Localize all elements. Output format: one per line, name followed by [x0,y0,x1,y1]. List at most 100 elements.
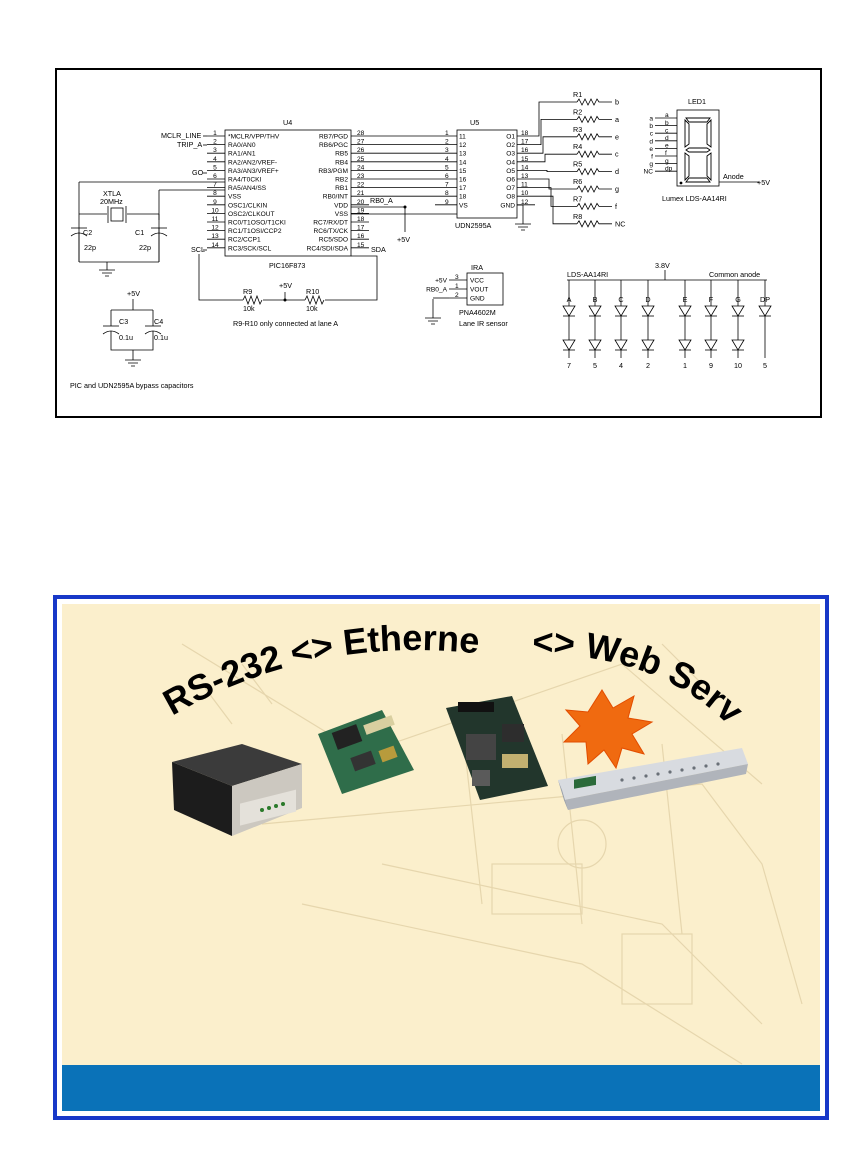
u5-pin-name: GND [500,202,515,209]
diode-symbol [614,305,628,317]
u4-pin-name: RA3/AN3/VREF+ [228,168,279,175]
product-ad-frame: RS-232 <> Ethernet <> Web Server [53,595,829,1120]
u4-pin-name: *MCLR/VPP/THV [228,134,280,141]
u5-pin-number: 16 [459,177,467,184]
u5-ref: U5 [470,118,479,127]
u4-pin-name: VDD [334,202,348,209]
u4-pin-name: RA0/AN0 [228,142,256,149]
xtal-value: 20MHz [100,197,123,206]
u5-pin-name: O7 [506,185,515,192]
u4-pin-number: 25 [357,156,365,163]
diode-symbol [731,339,745,351]
resistor-wire [535,187,577,207]
resistor-ref: R3 [573,125,582,134]
diode-pin-number: 1 [683,361,687,370]
led1-pin-inner: c [665,127,669,134]
led1-anode-supply: +5V [757,178,770,187]
diode-symbol [678,305,692,317]
u4-pin-number: 10 [211,207,219,214]
c4-ref: C4 [154,317,163,326]
ira-pin-number: 1 [455,283,459,290]
u4-pin-number: 11 [212,216,219,223]
u4-pin-name: OSC1/CLKIN [228,202,267,209]
u4-pin-number: 15 [357,242,365,249]
net-trip-a: TRIP_A [177,140,202,149]
u4-pin-number: 16 [357,233,365,240]
ira-pin-name: GND [470,296,485,303]
u5-pin-name: O8 [506,194,515,201]
u5-pin-name: O1 [506,134,515,141]
diode-pin-number: 10 [734,361,742,370]
u5-pin-number: 14 [521,164,529,171]
resistor-ref: R8 [573,212,582,221]
u5-pin-ext: 3 [445,147,449,154]
u4-pin-name: RB2 [335,177,348,184]
r9r10-note: R9-R10 only connected at lane A [233,319,338,328]
led-diode-block: 3.8V LDS-AA14RI Common anode A7B5C4D2E1F… [562,261,772,370]
ira-pin-name: VOUT [470,287,488,294]
diode-symbol [641,305,655,317]
xtal-circuit: XTLA 20MHz C2 22p C1 22p [70,181,225,277]
r10-symbol [304,294,325,306]
u4-pin-name: RB3/PGM [318,168,348,175]
u5-pin-number: 12 [459,142,467,149]
resistor-wire [535,153,577,163]
led1-pin-outer: c [650,131,654,138]
net-mclr-line: MCLR_LINE [161,131,202,140]
u4-pin-number: 12 [211,225,219,232]
u5-pin-number: 15 [521,156,529,163]
ad-footer-band [62,1065,820,1111]
product-ad-mat: RS-232 <> Ethernet <> Web Server [57,599,825,1116]
vdd-supply: +5V [397,235,410,244]
ground-symbol [99,262,115,277]
ira-pin-number: 3 [455,274,459,281]
resistor-segment: e [615,132,619,141]
u4-pin-name: RB6/PGC [319,142,348,149]
headline-part-1: RS-232 <> Ethernet [62,604,481,723]
u4-pin-number: 22 [357,182,365,189]
u5-pin-ext: 2 [445,139,449,146]
resistor-wire [535,136,577,154]
diode-pin-number: 9 [709,361,713,370]
u4-right-pins: 28RB7/PGD27RB6/PGC26RB525RB424RB3/PGM23R… [307,130,369,252]
u5-part: UDN2595A [455,221,492,230]
u4-part: PIC16F873 [269,261,305,270]
u4-pin-number: 3 [213,147,217,154]
u5-pin-number: 17 [459,185,467,192]
u4-pin-number: 18 [357,216,365,223]
led1-pin-inner: dp [665,165,673,172]
diode-pin-number: 5 [763,361,767,370]
headline-path-1: RS-232 <> Ethernet [62,604,481,723]
u4-pin-name: RA2/AN2/VREF- [228,159,277,166]
u5-pin-number: VS [459,202,468,209]
diode-pin-number: 5 [593,361,597,370]
u4-pin-name: RB7/PGD [319,134,348,141]
xtal-ref: XTLA [103,189,121,198]
r10-value: 10k [306,304,318,313]
resistor-segment: g [615,185,619,194]
resistor-ref: R4 [573,142,582,151]
led1-pin-outer: g [649,161,653,168]
r-pullup-supply: +5V [279,281,292,290]
u4-pin-number: 14 [211,242,219,249]
resistor-symbol [576,167,612,176]
led1-pin-outer: e [649,146,653,153]
diode-symbol [731,305,745,317]
device-embedded-board [318,710,414,794]
u4-pin-name: RB5 [335,151,348,158]
resistor-ref: R1 [573,90,582,99]
led1-pin-outer: NC [643,169,653,176]
diode-symbol [758,305,772,317]
c3-ref: C3 [119,317,128,326]
net-scl: SCL [191,245,205,254]
resistor-symbol [576,98,612,106]
led1-pin-outer: b [649,123,653,130]
u5-pin-name: O4 [506,159,515,166]
